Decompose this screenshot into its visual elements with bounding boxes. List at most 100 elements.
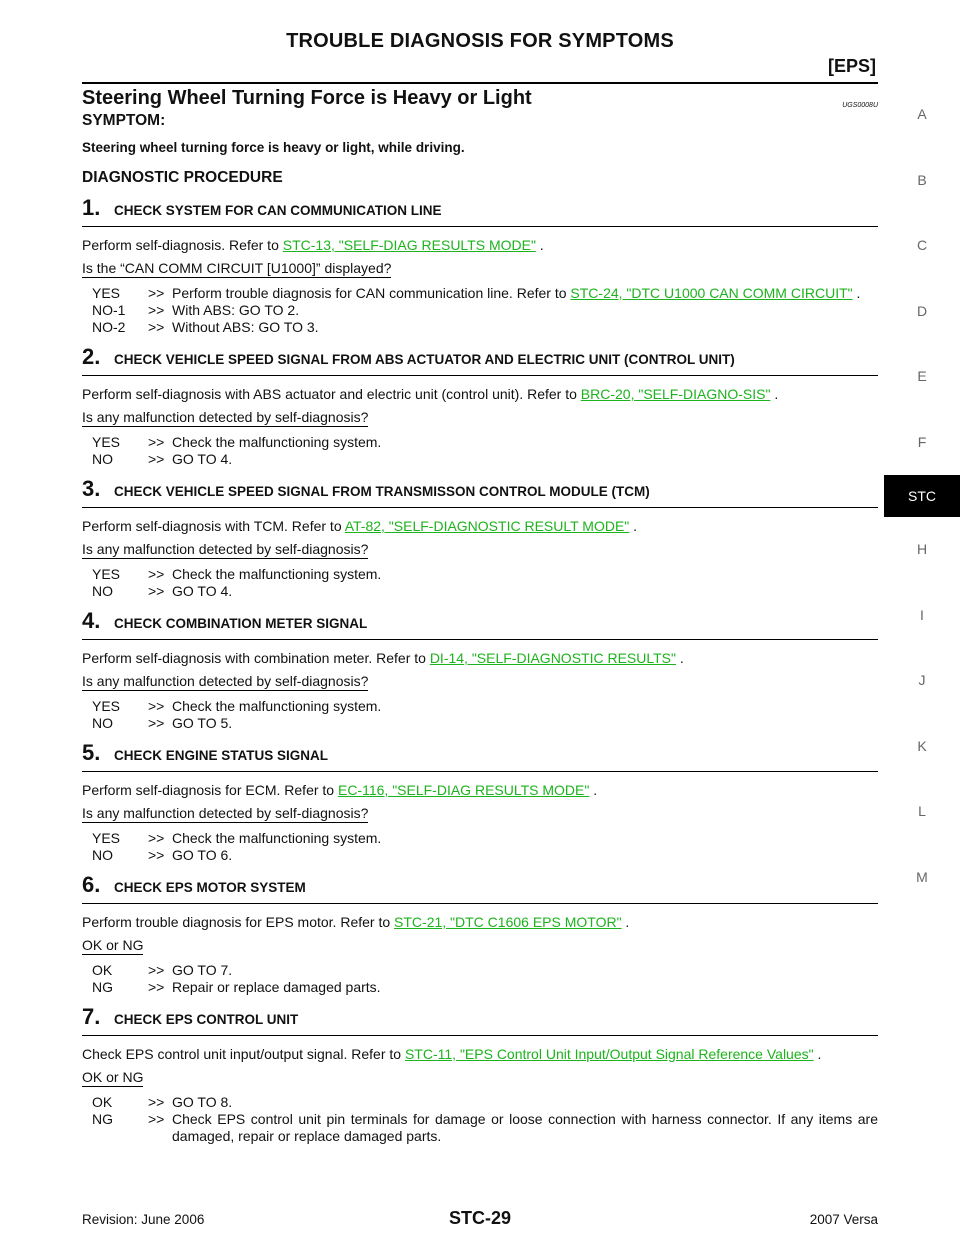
answer-text: GO TO 4. [172,583,878,600]
answer-text-main: GO TO 8. [172,1094,233,1110]
answer-text-main: GO TO 4. [172,583,233,599]
step-header: 7. CHECK EPS CONTROL UNIT [82,1004,878,1036]
answer-row: YES >> Check the malfunctioning system. [92,566,878,583]
side-tab-stc-active[interactable]: STC [884,475,960,517]
step-question: Is any malfunction detected by self-diag… [82,409,369,427]
side-tab-m[interactable]: M [916,868,928,885]
step-reference-link[interactable]: STC-21, "DTC C1606 EPS MOTOR" [394,914,622,930]
answer-row: YES >> Check the malfunctioning system. [92,434,878,451]
page-title: TROUBLE DIAGNOSIS FOR SYMPTOMS [286,30,674,52]
answer-key: OK [92,1094,113,1110]
step-instruction: Perform self-diagnosis for ECM. Refer to… [82,782,878,799]
step-reference-link[interactable]: EC-116, "SELF-DIAG RESULTS MODE" [337,782,590,798]
answer-row: OK >> GO TO 8. [92,1094,878,1111]
answer-text: GO TO 4. [172,451,878,468]
answer-text-main: Perform trouble diagnosis for CAN commun… [172,285,571,301]
diagnostic-step: 1. CHECK SYSTEM FOR CAN COMMUNICATION LI… [82,195,878,336]
step-instruction: Perform self-diagnosis with combination … [82,650,878,667]
step-title: CHECK EPS CONTROL UNIT [114,1012,299,1027]
answer-arrow: >> [148,451,165,467]
step-number: 7. [82,1004,101,1029]
side-tab-e[interactable]: E [917,368,927,384]
step-reference-link[interactable]: STC-11, "EPS Control Unit Input/Output S… [404,1046,814,1062]
answer-arrow: >> [148,979,165,995]
step-instruction-text: Check EPS control unit input/output sign… [82,1046,405,1062]
answer-text-main: GO TO 7. [172,962,233,978]
step-reference-link[interactable]: STC-13, "SELF-DIAG RESULTS MODE" [282,237,536,253]
answer-text-main: GO TO 6. [172,847,233,863]
side-tab-j[interactable]: J [918,672,926,688]
step-instruction-post: . [535,237,544,253]
step-question: Is any malfunction detected by self-diag… [82,805,369,823]
step-instruction: Perform trouble diagnosis for EPS motor.… [82,914,878,931]
answer-text-main: Check the malfunctioning system. [172,830,382,846]
step-instruction: Perform self-diagnosis with ABS actuator… [82,386,878,403]
answer-arrow: >> [148,285,165,301]
answer-key: NO [92,583,113,599]
step-instruction-post: . [770,386,779,402]
step-question: Is the “CAN COMM CIRCUIT [U1000]” displa… [82,260,392,278]
step-header: 3. CHECK VEHICLE SPEED SIGNAL FROM TRANS… [82,476,878,508]
answer-arrow: >> [148,302,165,318]
step-instruction-post: . [675,650,684,666]
side-tab-k[interactable]: K [917,737,927,754]
step-header: 1. CHECK SYSTEM FOR CAN COMMUNICATION LI… [82,195,878,227]
side-tab-h[interactable]: H [916,541,928,557]
answer-text-main: Repair or replace damaged parts. [172,979,381,995]
answer-key: YES [92,830,121,846]
step-question: OK or NG [82,937,144,955]
answer-text-main: Check EPS control unit pin terminals for… [172,1111,878,1144]
document-code: UGS0008U [842,102,878,109]
step-instruction-post: . [621,914,630,930]
answer-text-main: GO TO 4. [172,451,233,467]
answer-text-main: With ABS: GO TO 2. [172,302,300,318]
step-header: 2. CHECK VEHICLE SPEED SIGNAL FROM ABS A… [82,344,878,376]
side-tab-c[interactable]: C [916,237,928,253]
step-instruction-text: Perform self-diagnosis with TCM. Refer t… [82,518,345,534]
answer-key: OK [92,962,113,978]
answer-arrow: >> [148,319,165,335]
footer-revision: Revision: June 2006 [82,1212,205,1227]
answer-row: NO-2 >> Without ABS: GO TO 3. [92,319,878,336]
answer-text: Check the malfunctioning system. [172,698,878,715]
answer-arrow: >> [148,847,165,863]
answer-row: NO >> GO TO 6. [92,847,878,864]
section-title: Steering Wheel Turning Force is Heavy or… [82,86,878,110]
side-tab-d[interactable]: D [916,302,928,319]
answer-text: Check EPS control unit pin terminals for… [172,1111,878,1145]
step-instruction-post: . [629,518,638,534]
step-title: CHECK VEHICLE SPEED SIGNAL FROM TRANSMIS… [114,484,650,499]
answer-text: GO TO 6. [172,847,878,864]
answer-row: NO >> GO TO 4. [92,583,878,600]
step-reference-link[interactable]: BRC-20, "SELF-DIAGNO-SIS" [580,386,771,402]
step-instruction-post: . [813,1046,822,1062]
side-tab-i[interactable]: I [920,606,924,623]
side-tab-l[interactable]: L [918,803,926,819]
side-tab-b[interactable]: B [917,171,927,188]
answer-text-main: Check the malfunctioning system. [172,698,382,714]
answer-reference-link[interactable]: STC-24, "DTC U1000 CAN COMM CIRCUIT" [570,285,853,301]
step-answers: OK >> GO TO 8. NG >> Check EPS control u… [82,1094,878,1145]
step-reference-link[interactable]: AT-82, "SELF-DIAGNOSTIC RESULT MODE" [344,518,630,534]
step-number: 3. [82,476,101,501]
diagnostic-step: 7. CHECK EPS CONTROL UNIT Check EPS cont… [82,1004,878,1145]
answer-arrow: >> [148,1094,165,1110]
step-instruction-text: Perform self-diagnosis for ECM. Refer to [82,782,338,798]
main-content: Steering Wheel Turning Force is Heavy or… [82,86,878,1145]
side-tab-a[interactable]: A [917,106,927,122]
header-divider [82,82,878,84]
step-number: 6. [82,872,101,897]
step-number: 5. [82,740,101,765]
footer-page-number: STC-29 [448,1208,511,1228]
diagnostic-step: 6. CHECK EPS MOTOR SYSTEM Perform troubl… [82,872,878,996]
step-number: 1. [82,195,101,220]
answer-text-main: Without ABS: GO TO 3. [172,319,319,335]
diagnostic-step: 5. CHECK ENGINE STATUS SIGNAL Perform se… [82,740,878,864]
step-number: 2. [82,344,101,369]
answer-text: With ABS: GO TO 2. [172,302,878,319]
answer-arrow: >> [148,830,165,846]
side-tab-index: A B C D E F STC H I J K L M [884,100,960,928]
side-tab-f[interactable]: F [917,433,927,450]
answer-row: YES >> Check the malfunctioning system. [92,830,878,847]
step-reference-link[interactable]: DI-14, "SELF-DIAGNOSTIC RESULTS" [429,650,676,666]
